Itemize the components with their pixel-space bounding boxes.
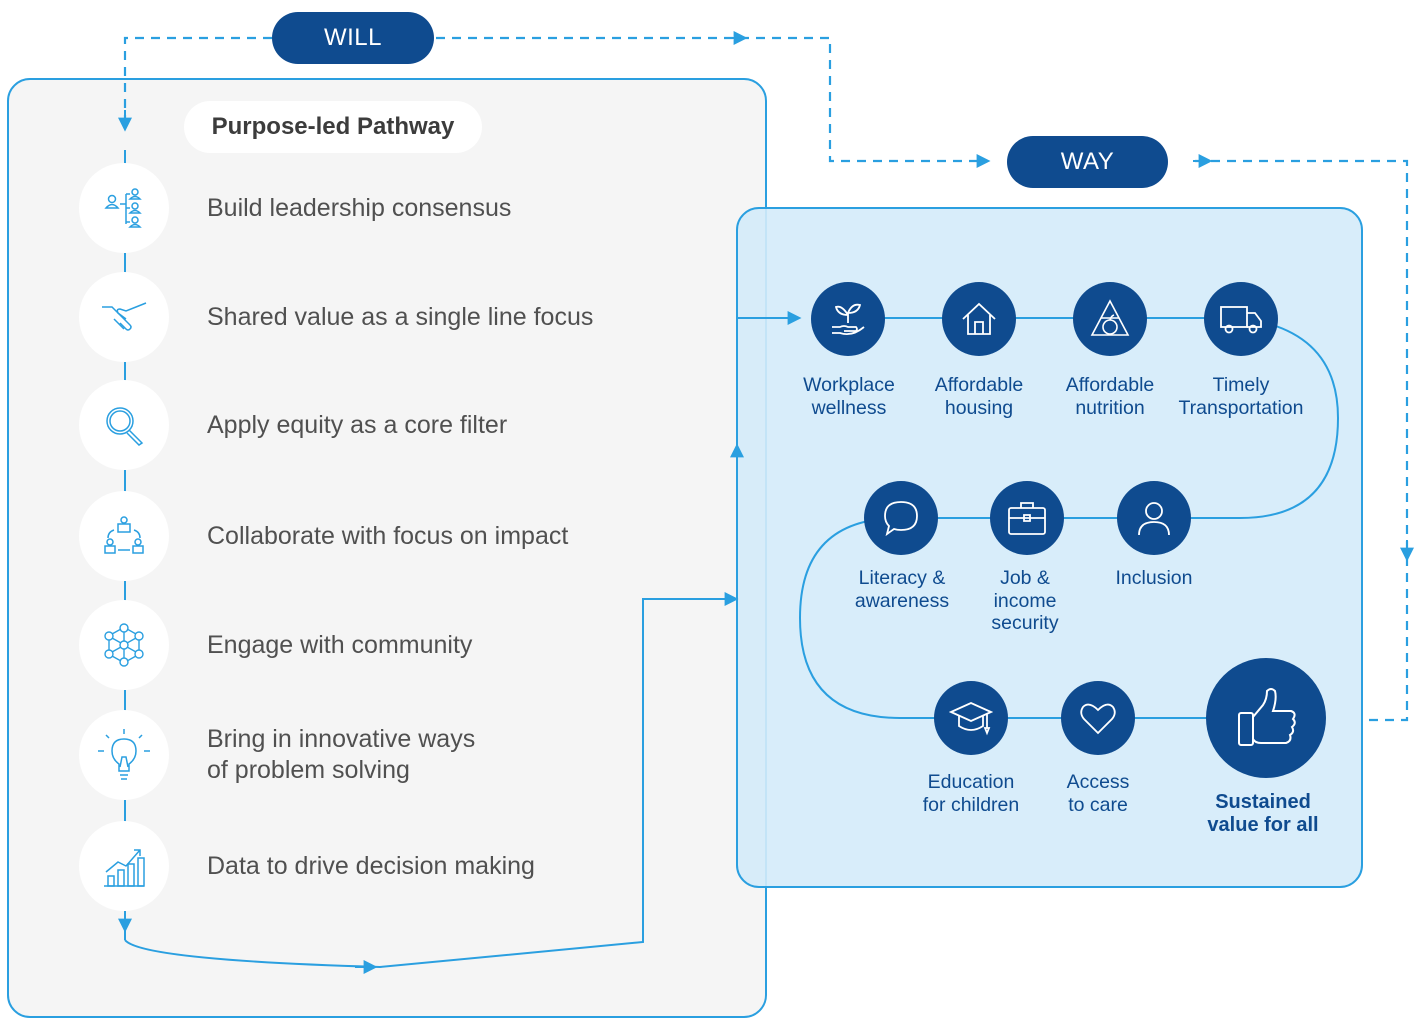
node-label: Education for children xyxy=(922,771,1020,816)
node-affordable-nutrition xyxy=(1073,282,1147,356)
way-label: WAY xyxy=(1007,136,1168,188)
way-serpentine-path xyxy=(798,317,1340,719)
pathway-step: Engage with community xyxy=(79,600,679,690)
node-education-for-children xyxy=(934,681,1008,755)
node-label: Literacy & awareness xyxy=(854,567,950,612)
step-label: Collaborate with focus on impact xyxy=(207,521,569,550)
node-workplace-wellness xyxy=(811,282,885,356)
magnifier-icon xyxy=(79,380,169,470)
node-access-to-care xyxy=(1061,681,1135,755)
step-label: Shared value as a single line focus xyxy=(207,302,594,331)
truck-icon xyxy=(1220,306,1262,334)
node-label: Inclusion xyxy=(1115,567,1193,589)
node-label: Workplace wellness xyxy=(803,374,895,419)
step-label: Bring in innovative ways of problem solv… xyxy=(207,725,476,784)
pathway-step: Data to drive decision making xyxy=(79,821,679,911)
node-sustained-value xyxy=(1206,658,1326,778)
house-icon xyxy=(962,302,996,335)
step-label: Apply equity as a core filter xyxy=(207,410,508,439)
node-timely-transportation xyxy=(1204,282,1278,356)
node-job-income-security xyxy=(990,481,1064,555)
pathway-step: Build leadership consensus xyxy=(79,163,679,253)
node-affordable-housing xyxy=(942,282,1016,356)
collaboration-cycle-icon xyxy=(79,491,169,581)
node-label: Affordable nutrition xyxy=(1065,374,1155,419)
pathway-step: Collaborate with focus on impact xyxy=(79,491,679,581)
node-inclusion xyxy=(1117,481,1191,555)
way-feedback-dashed xyxy=(1195,159,1409,722)
node-literacy-awareness xyxy=(864,481,938,555)
pathway-title: Purpose-led Pathway xyxy=(184,101,482,153)
outcome-label: Sustained value for all xyxy=(1207,791,1319,836)
thumbs-up-icon xyxy=(1238,688,1296,746)
graduation-cap-icon xyxy=(949,702,993,736)
step-label: Data to drive decision making xyxy=(207,851,535,880)
return-connector xyxy=(124,598,733,969)
plant-in-hand-icon xyxy=(832,303,865,336)
node-label: Affordable housing xyxy=(934,374,1024,419)
node-label: Access to care xyxy=(1066,771,1130,816)
network-icon xyxy=(79,600,169,690)
speech-bubble-icon xyxy=(884,501,918,537)
step-label: Build leadership consensus xyxy=(207,193,512,222)
person-icon xyxy=(1138,502,1170,536)
will-label: WILL xyxy=(272,12,434,64)
node-label: Timely Transportation xyxy=(1178,374,1304,419)
heart-icon xyxy=(1080,703,1116,735)
pathway-step: Bring in innovative ways of problem solv… xyxy=(79,710,679,800)
will-to-way-dashed xyxy=(436,36,985,163)
handshake-icon xyxy=(79,272,169,362)
briefcase-icon xyxy=(1008,502,1046,535)
pathway-step: Shared value as a single line focus xyxy=(79,272,679,362)
leadership-org-icon xyxy=(79,163,169,253)
food-pyramid-icon xyxy=(1090,299,1130,336)
pathway-step: Apply equity as a core filter xyxy=(79,380,679,470)
lightbulb-icon xyxy=(79,710,169,800)
growth-chart-icon xyxy=(79,821,169,911)
will-dashed-connector xyxy=(123,36,272,124)
node-label: Job & income security xyxy=(991,567,1059,634)
step-label: Engage with community xyxy=(207,630,473,659)
